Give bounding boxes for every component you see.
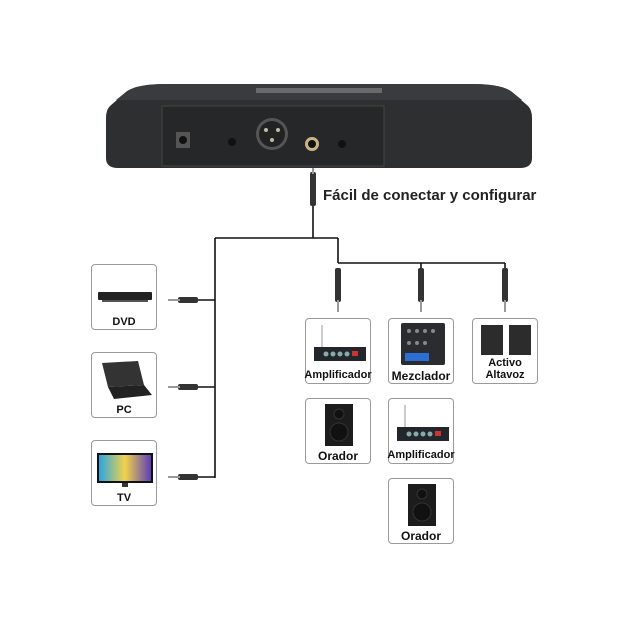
source-label: PC [116, 404, 132, 416]
amplifier-icon [314, 325, 366, 361]
output-mixer: Mezclador [388, 318, 454, 384]
speaker-icon [408, 484, 436, 526]
source-tv: TV [91, 440, 157, 506]
output-label: Mezclador [391, 369, 451, 383]
output-label: Orador [400, 529, 441, 543]
output-label-line1: Activo [488, 357, 522, 369]
source-label: TV [116, 492, 132, 504]
output-speaker: Orador [305, 398, 371, 464]
output-amplifier-2: Amplificador [387, 398, 455, 464]
speaker-icon [325, 404, 353, 446]
laptop-icon [102, 361, 152, 399]
caption: Fácil de conectar y configurar [323, 187, 537, 204]
amplifier-icon [397, 405, 449, 441]
source-label: DVD [112, 316, 136, 328]
output-amplifier: Amplificador [304, 318, 372, 384]
source-pc: PC [91, 352, 157, 418]
output-label-line2: Altavoz [485, 369, 525, 381]
output-label: Amplificador [304, 369, 372, 381]
receiver-device-rear-panel [106, 84, 532, 168]
mixer-icon [401, 323, 445, 365]
output-label: Amplificador [387, 449, 455, 461]
output-active-speakers: Activo Altavoz [472, 318, 538, 384]
source-dvd: DVD [91, 264, 157, 330]
active-speakers-icon [481, 325, 531, 355]
tv-icon [97, 453, 153, 487]
output-label: Orador [317, 449, 358, 463]
dvd-player-icon [98, 292, 152, 302]
output-label-stack: Activo Altavoz [473, 357, 537, 381]
output-speaker-2: Orador [388, 478, 454, 544]
